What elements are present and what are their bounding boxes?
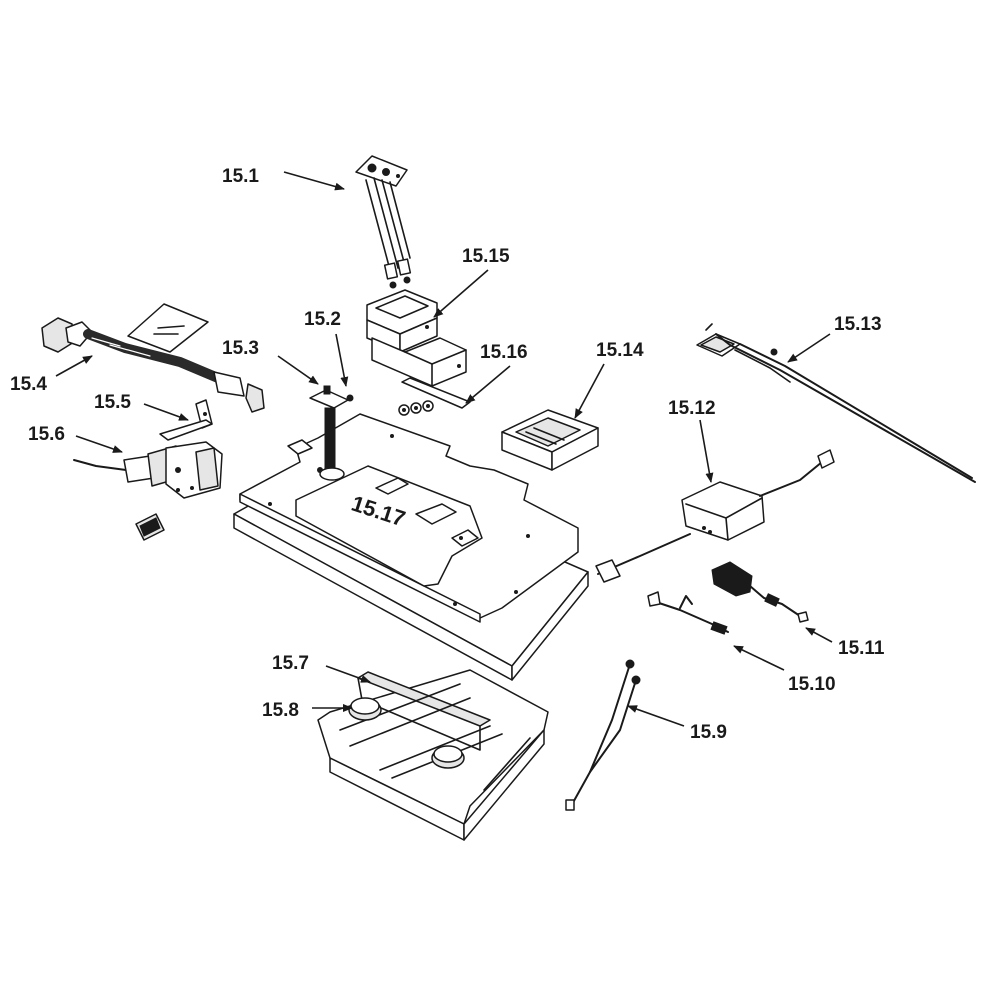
part-15-10-cable xyxy=(647,591,729,635)
part-15-11-ac-adapter xyxy=(711,561,809,623)
part-15-5-bracket xyxy=(159,399,213,441)
part-15-13-wire-harness xyxy=(696,323,976,483)
part-15-1-pilot-assembly xyxy=(355,155,412,289)
label-15-2: 15.2 xyxy=(304,309,341,330)
arrow-15-16 xyxy=(465,365,511,404)
arrow-15-5 xyxy=(143,403,189,421)
arrow-15-9 xyxy=(627,705,685,727)
part-15-15-burner-box xyxy=(366,289,467,387)
arrow-15-7 xyxy=(325,665,371,683)
part-15-9-wire xyxy=(565,659,641,811)
arrow-15-11 xyxy=(805,627,833,643)
callout-labels: 15.1 15.2 15.3 15.4 15.5 15.6 15.7 15.8 … xyxy=(10,166,885,743)
label-15-7: 15.7 xyxy=(272,653,309,674)
label-15-4: 15.4 xyxy=(10,374,47,395)
label-15-6: 15.6 xyxy=(28,424,65,445)
label-15-3: 15.3 xyxy=(222,338,259,359)
label-15-8: 15.8 xyxy=(262,700,299,721)
label-15-14: 15.14 xyxy=(596,340,644,361)
label-15-13: 15.13 xyxy=(834,314,882,335)
arrow-15-1 xyxy=(283,171,345,191)
arrow-15-4 xyxy=(55,355,93,377)
label-15-15: 15.15 xyxy=(462,246,510,267)
arrow-15-10 xyxy=(733,645,785,671)
part-15-8-burner-caps xyxy=(348,697,465,769)
arrow-15-15 xyxy=(433,269,489,318)
label-15-1: 15.1 xyxy=(222,166,259,187)
arrow-15-14 xyxy=(574,363,605,419)
part-15-6-gas-valve xyxy=(73,441,223,499)
label-15-16: 15.16 xyxy=(480,342,528,363)
part-15-12-transformer xyxy=(595,449,835,583)
callout-arrows xyxy=(55,171,833,727)
part-15-14-control-module xyxy=(501,409,599,471)
arrow-15-6 xyxy=(75,435,123,453)
label-15-10: 15.10 xyxy=(788,674,836,695)
label-15-9: 15.9 xyxy=(690,722,727,743)
arrow-15-3 xyxy=(277,355,319,385)
arrow-15-12 xyxy=(699,419,714,483)
label-15-11: 15.11 xyxy=(838,638,885,659)
part-15-17-cover-plate xyxy=(295,465,483,587)
label-15-12: 15.12 xyxy=(668,398,716,419)
label-15-5: 15.5 xyxy=(94,392,131,413)
part-15-2-bolt xyxy=(309,385,354,481)
arrow-15-2 xyxy=(335,333,349,387)
part-15-16-bracket xyxy=(398,377,471,416)
part-fitting xyxy=(135,513,165,541)
part-15-4-gas-line xyxy=(41,303,265,413)
arrow-15-13 xyxy=(787,333,831,363)
